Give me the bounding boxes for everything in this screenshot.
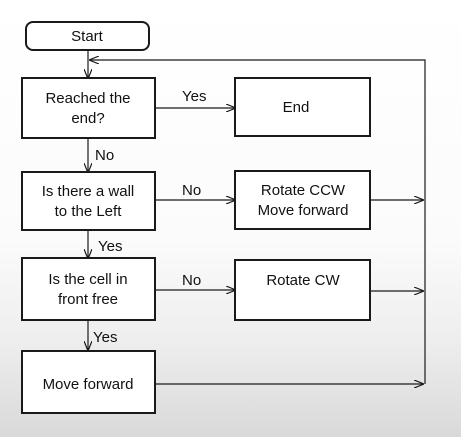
edge-label-reached-end-no: No [95,147,114,164]
node-cell-free: Is the cell in front free [21,257,156,321]
node-cell-free-label-line1: Is the cell in [48,271,127,288]
edge-label-cell-free-no: No [182,272,201,289]
node-rotate-ccw-label-line2: Move forward [258,202,349,219]
connectors [88,50,426,384]
node-rotate-cw: Rotate CW [234,259,371,321]
node-rotate-ccw: Rotate CCW Move forward [234,170,371,230]
edge-label-wall-left-yes: Yes [98,238,122,255]
node-start: Start [25,21,150,51]
edge-label-wall-left-no: No [182,182,201,199]
node-move-forward: Move forward [21,350,156,414]
node-wall-left: Is there a wall to the Left [21,171,156,231]
node-end: End [234,77,371,137]
node-end-label: End [283,99,310,116]
node-rotate-ccw-label-line1: Rotate CCW [261,182,346,199]
node-move-forward-label: Move forward [43,376,134,393]
connector-loop-return [90,60,426,384]
edge-label-cell-free-yes: Yes [93,329,117,346]
node-wall-left-label-line1: Is there a wall [42,183,135,200]
node-wall-left-label-line2: to the Left [55,203,123,220]
node-reached-end-label-line1: Reached the [45,90,130,107]
node-reached-end-label-line2: end? [71,110,104,127]
node-start-label: Start [71,28,104,45]
node-rotate-cw-label: Rotate CW [266,272,340,289]
node-cell-free-label-line2: front free [58,291,118,308]
edge-label-reached-end-yes: Yes [182,88,206,105]
edge-labels: Yes No No Yes No Yes [93,88,206,346]
node-reached-end: Reached the end? [21,77,156,139]
